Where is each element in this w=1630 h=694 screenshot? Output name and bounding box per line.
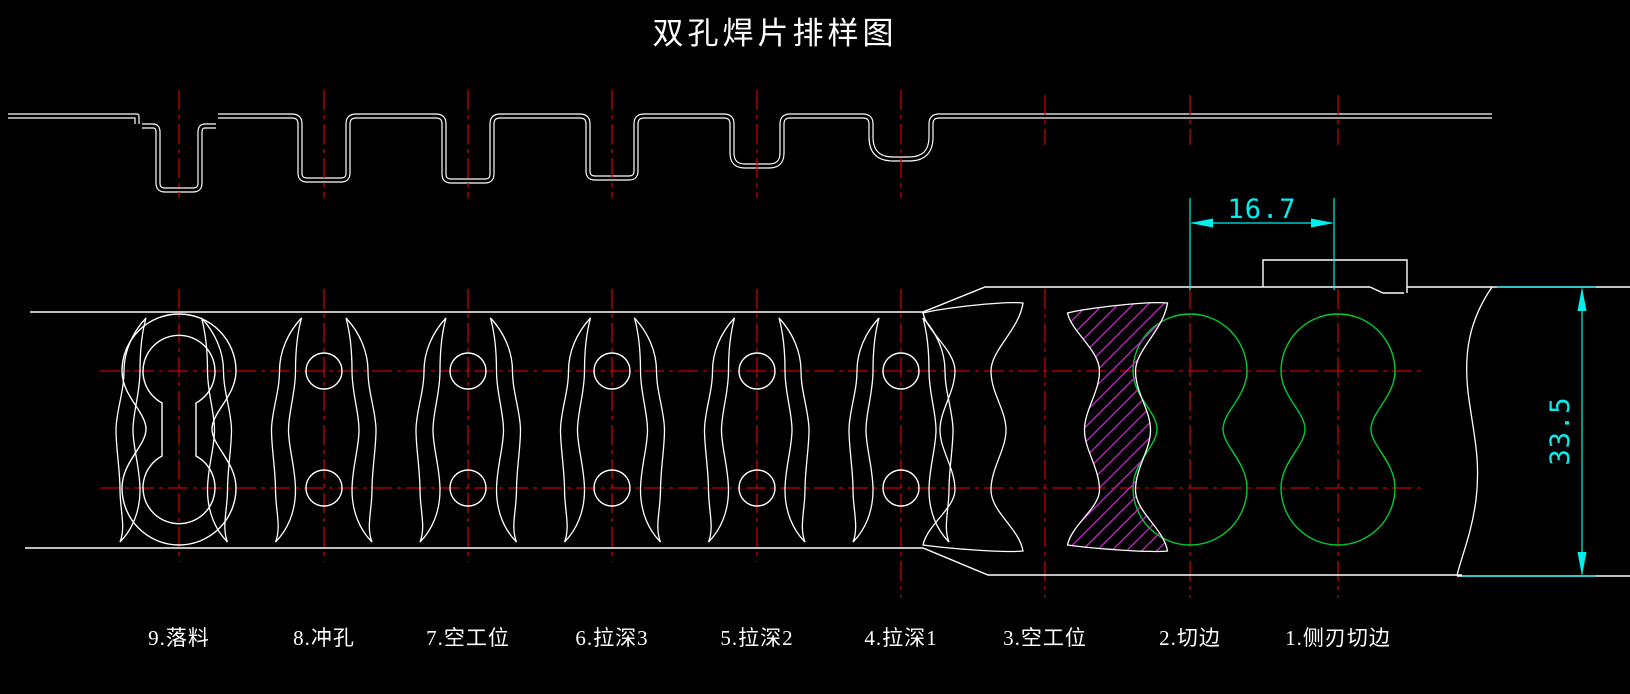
hatch-line bbox=[1092, 302, 1168, 552]
station-label-4-draw1: 4.拉深1 bbox=[864, 626, 938, 650]
station-label-7-idle: 7.空工位 bbox=[426, 626, 510, 650]
scrap-crescent-left-gap396 bbox=[345, 317, 377, 543]
section-strip-profile bbox=[218, 113, 1492, 184]
strip-top-edge-notch-step bbox=[1369, 286, 1404, 294]
hatch-line bbox=[1067, 302, 1168, 552]
cup-circle-upper-x757 bbox=[738, 352, 776, 390]
cup-circle-upper-x612 bbox=[593, 352, 631, 390]
section-strip-profile-core bbox=[218, 114, 1492, 183]
generated-linework bbox=[8, 90, 1630, 598]
station-label-2-trim: 2.切边 bbox=[1159, 626, 1221, 650]
hatch-line bbox=[1122, 302, 1168, 552]
trim-scrap-outline-st2 bbox=[1066, 302, 1169, 553]
cup-circle-upper-x468 bbox=[449, 352, 487, 390]
station-label-3-idle: 3.空工位 bbox=[1003, 626, 1087, 650]
pitch-arrow-left bbox=[1190, 218, 1213, 228]
blanked-part-outline-st9 bbox=[121, 313, 237, 546]
hatch-line bbox=[1067, 302, 1168, 552]
hatch-line bbox=[778, 285, 1063, 570]
hatch-line bbox=[1067, 302, 1168, 552]
section-blanked-part-core bbox=[142, 124, 216, 192]
hatch-line bbox=[1067, 302, 1168, 552]
scrap-crescent-right-gap684.5 bbox=[703, 317, 736, 543]
hatch-line bbox=[1067, 302, 1168, 552]
hatch-line bbox=[1067, 302, 1153, 552]
scrap-crescent-left-gap684.5 bbox=[633, 317, 666, 543]
hatch-line bbox=[1067, 302, 1168, 552]
hatch-line bbox=[1067, 302, 1168, 552]
hatch-line bbox=[1067, 302, 1078, 552]
station-label-5-draw2: 5.拉深2 bbox=[720, 626, 794, 650]
station-label-9-blanking: 9.落料 bbox=[148, 626, 210, 650]
scrap-crescent-left-gap540.5 bbox=[489, 317, 522, 543]
scrap-crescent-right-gap396 bbox=[415, 317, 447, 543]
section-strip-left-core bbox=[8, 114, 139, 124]
scrap-crescent-right-gap251.5 bbox=[270, 317, 303, 543]
hatch-line bbox=[1183, 285, 1468, 570]
cup-circle-lower-x468 bbox=[449, 469, 487, 507]
hatch-line bbox=[1167, 302, 1168, 552]
pitch-dimension-value: 16.7 bbox=[1227, 194, 1296, 225]
hatch-line bbox=[1077, 302, 1168, 552]
scrap-crescent-right-gap540.5 bbox=[559, 317, 592, 543]
trim-scrap-hatch-st2 bbox=[778, 285, 1468, 570]
hatch-line bbox=[1067, 302, 1168, 552]
side-blade-notch-tab bbox=[1262, 259, 1408, 293]
hatch-line bbox=[1067, 302, 1138, 552]
station-label-1-side-blade: 1.侧刃切边 bbox=[1285, 626, 1391, 650]
cup-circle-lower-x324 bbox=[305, 469, 343, 507]
hatch-line bbox=[1067, 302, 1168, 552]
scrap-crescent-right-gap829 bbox=[848, 317, 880, 543]
scrap-crescent-left-gap251.5 bbox=[200, 317, 233, 543]
pitch-arrow-right bbox=[1311, 218, 1334, 228]
width-arrow-top bbox=[1577, 287, 1587, 311]
hatch-line bbox=[1067, 302, 1168, 552]
scrap-crescent-left-gap829 bbox=[778, 317, 810, 543]
width-arrow-bottom bbox=[1577, 552, 1587, 576]
strip-width-dimension-value: 33.5 bbox=[1545, 396, 1576, 465]
hatch-line bbox=[1152, 302, 1168, 552]
station-label-8-piercing: 8.冲孔 bbox=[293, 626, 355, 650]
trim-scrap-outline-st3 bbox=[922, 302, 1024, 553]
station-label-6-draw3: 6.拉深3 bbox=[575, 626, 649, 650]
strip-bottom-edge bbox=[25, 547, 1462, 576]
scrap-crescent-left-of-st9 bbox=[115, 317, 147, 543]
hatch-line bbox=[1067, 302, 1093, 552]
cup-circle-upper-x324 bbox=[305, 352, 343, 390]
dimension-texts: 16.7 33.5 bbox=[1227, 194, 1576, 466]
cup-circle-upper-x901 bbox=[882, 352, 920, 390]
cup-circle-lower-x757 bbox=[738, 469, 776, 507]
scrap-crescent-left-gap973 bbox=[922, 317, 954, 543]
part-preview-outline-st1 bbox=[1280, 313, 1396, 546]
hatch-line bbox=[1067, 302, 1123, 552]
cup-circle-lower-x612 bbox=[593, 469, 631, 507]
page-title: 双孔焊片排样图 bbox=[652, 16, 898, 51]
hatch-line bbox=[1067, 302, 1168, 552]
strip-top-edge bbox=[30, 286, 1370, 313]
cup-circle-lower-x901 bbox=[882, 469, 920, 507]
hatch-line bbox=[1067, 302, 1108, 552]
strip-break-line bbox=[1456, 286, 1493, 577]
drawn-cup-bone-outline-st9 bbox=[142, 334, 216, 525]
